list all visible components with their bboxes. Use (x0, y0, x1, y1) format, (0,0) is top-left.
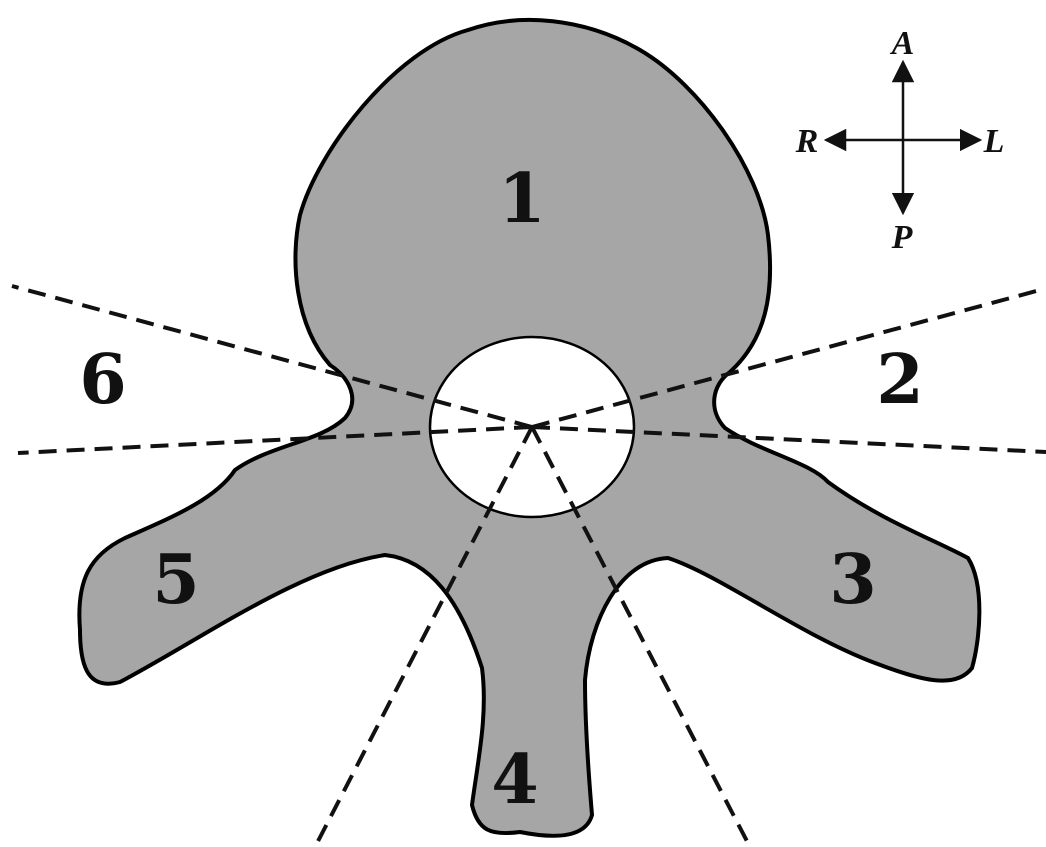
region-label-3: 3 (829, 540, 876, 620)
region-label-1: 1 (498, 159, 545, 239)
compass-left-label: L (983, 123, 1005, 160)
sector-line-lower-left (17, 425, 533, 455)
region-label-6: 6 (79, 340, 126, 420)
region-label-4: 4 (491, 740, 538, 820)
sector-line-lower-right (531, 425, 1046, 454)
region-label-5: 5 (152, 540, 199, 620)
sector-line-upper-right (531, 288, 1041, 429)
region-label-2: 2 (876, 340, 923, 420)
sector-line-bottom-right (530, 426, 752, 847)
compass-right-label: R (795, 123, 819, 160)
orientation-compass: A P R L (795, 25, 1005, 256)
sector-line-bottom-left (313, 426, 534, 847)
compass-anterior-label: A (890, 25, 915, 62)
sector-line-upper-left (11, 284, 533, 429)
compass-posterior-label: P (891, 219, 913, 256)
